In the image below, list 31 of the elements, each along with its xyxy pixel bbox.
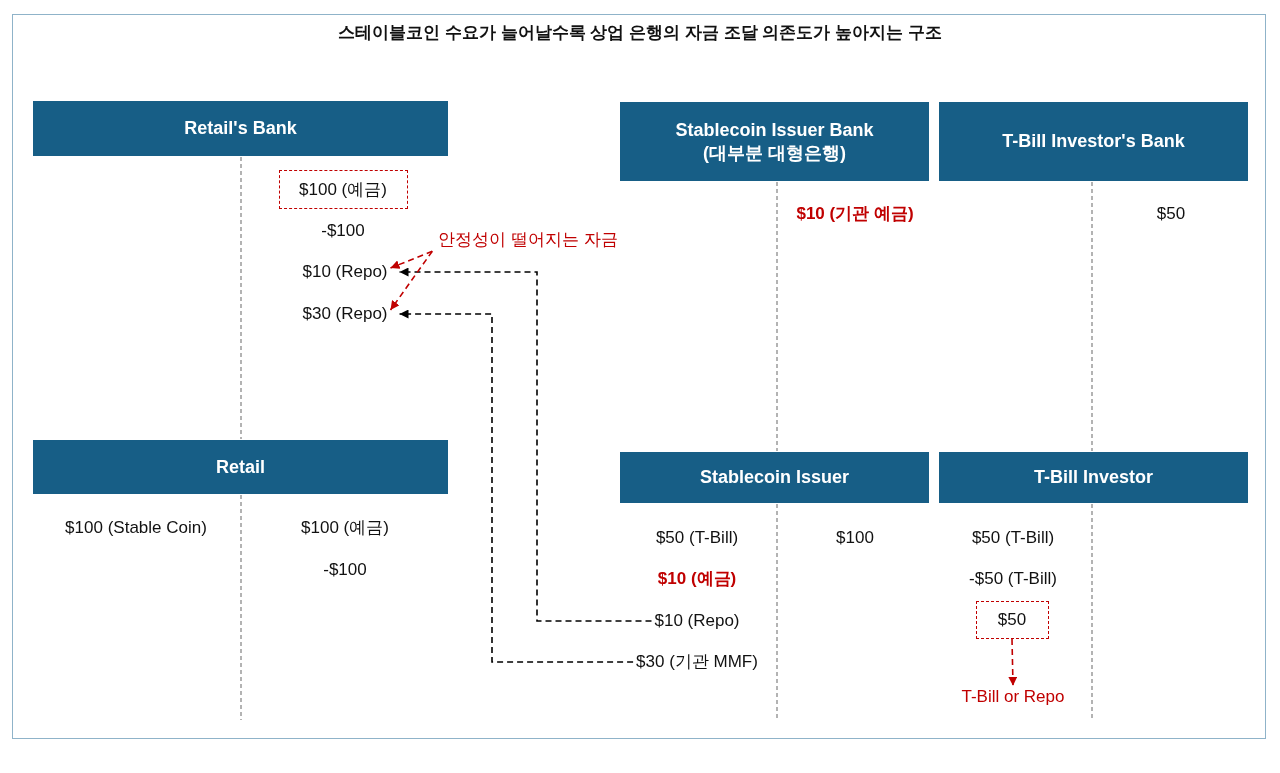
annotation-text: T-Bill or Repo: [961, 686, 1065, 708]
highlighted-entry: $100 (예금): [278, 169, 408, 209]
balance-entry: $50 (T-Bill): [971, 527, 1055, 549]
balance-entry: $100 (Stable Coin): [65, 517, 207, 539]
balance-entry: -$100: [321, 220, 365, 242]
diagram-title: 스테이블코인 수요가 늘어날수록 상업 은행의 자금 조달 의존도가 높아지는 구조: [338, 21, 942, 44]
balance-entry: $10 (예금): [657, 568, 737, 590]
account-header: Retail: [33, 440, 448, 494]
dashed-arrow: [398, 267, 653, 622]
balance-entry: $30 (기관 MMF): [636, 651, 758, 673]
annotation-text: 안정성이 떨어지는 자금: [438, 229, 618, 251]
balance-entry: $30 (Repo): [302, 303, 388, 325]
balance-entry: $10 (Repo): [302, 261, 388, 283]
balance-entry: $10 (기관 예금): [796, 203, 914, 225]
balance-entry: -$50 (T-Bill): [969, 568, 1057, 590]
account-header: T-Bill Investor's Bank: [939, 102, 1248, 181]
balance-entry: $100 (예금): [301, 517, 389, 539]
balance-entry: -$100: [323, 559, 367, 581]
dashed-arrow: [1008, 638, 1018, 687]
dashed-arrow: [398, 309, 634, 663]
balance-entry: $50 (T-Bill): [655, 527, 739, 549]
dashed-arrow: [389, 250, 434, 269]
balance-entry: $100: [836, 527, 874, 549]
balance-entry: $10 (Repo): [654, 610, 740, 632]
account-header: Stablecoin Issuer: [620, 452, 929, 503]
account-header: T-Bill Investor: [939, 452, 1248, 503]
balance-entry: $50: [1156, 203, 1186, 225]
dashed-arrow: [389, 250, 434, 311]
account-header: Retail's Bank: [33, 101, 448, 156]
account-header: Stablecoin Issuer Bank (대부분 대형은행): [620, 102, 929, 181]
highlighted-entry: $50: [975, 601, 1049, 639]
